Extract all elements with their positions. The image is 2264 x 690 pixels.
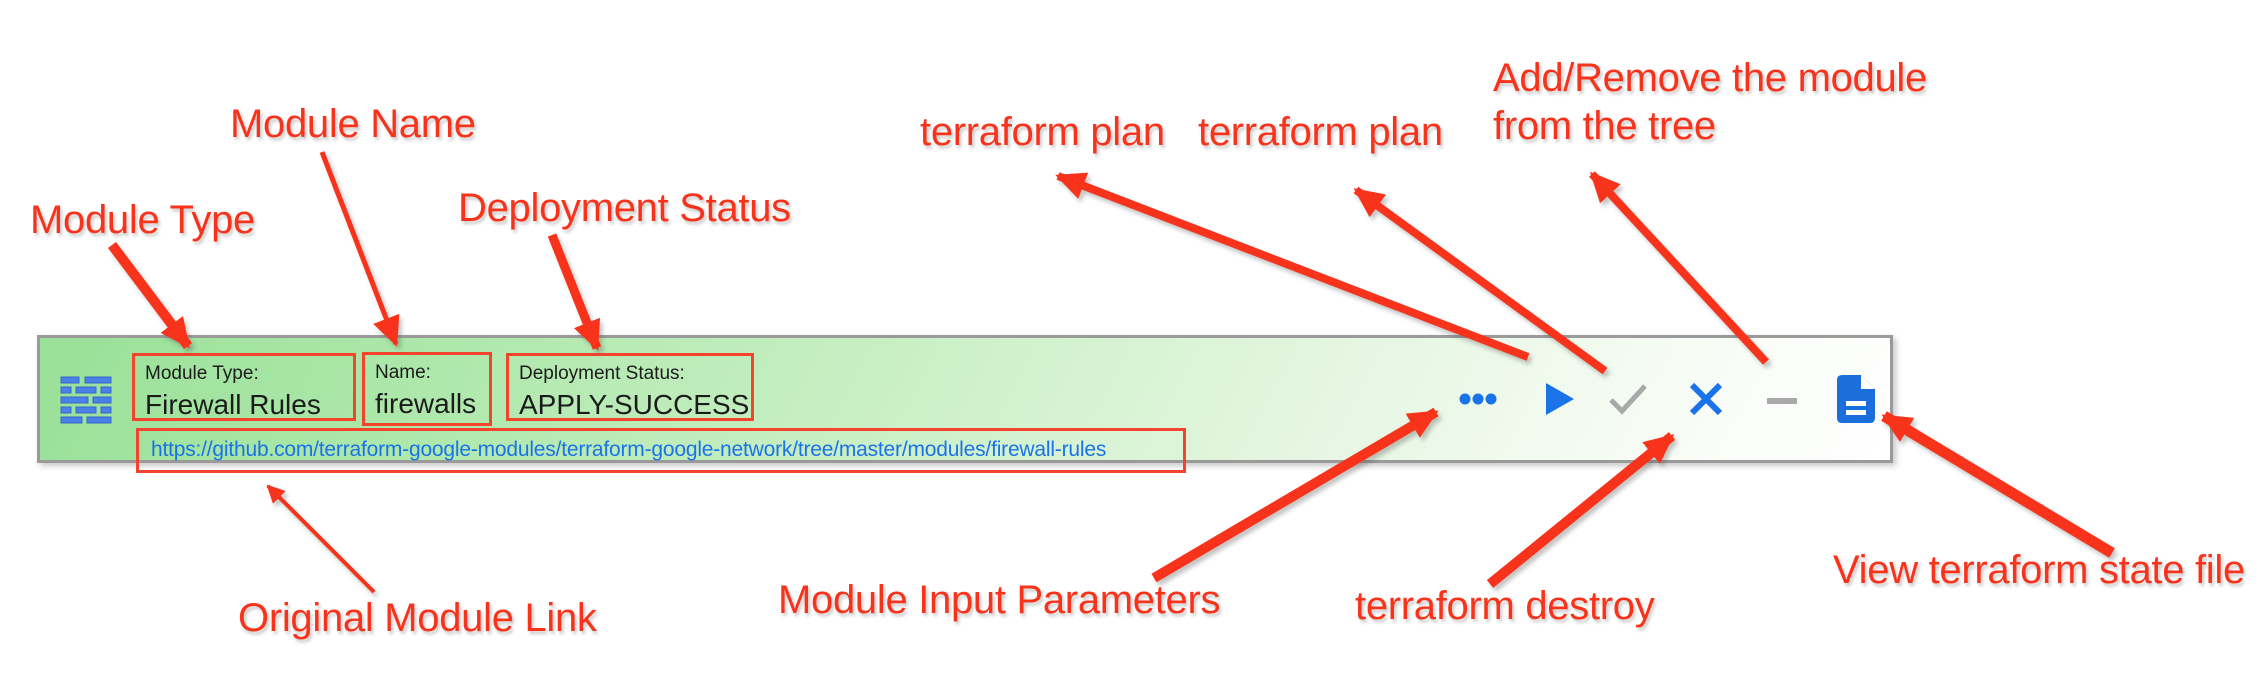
play-icon xyxy=(1546,382,1574,418)
arrow-terraform-plan-1 xyxy=(1055,172,1530,361)
arrow-module-name xyxy=(319,151,400,347)
annotation-add-remove-line1: Add/Remove the module xyxy=(1493,56,1927,100)
module-link-box: https://github.com/terraform-google-modu… xyxy=(136,428,1186,473)
module-type-field-label: Module Type: xyxy=(145,363,259,384)
deployment-status-field-value: APPLY-SUCCESS xyxy=(519,389,750,420)
deployment-status-field-label: Deployment Status: xyxy=(519,363,685,384)
module-card: Module Type: Firewall Rules Name: firewa… xyxy=(37,335,1893,473)
document-icon xyxy=(1837,374,1875,426)
remove-module-button[interactable] xyxy=(1760,338,1804,462)
annotation-deployment-status: Deployment Status xyxy=(458,186,791,230)
annotation-terraform-plan-1: terraform plan xyxy=(920,110,1165,154)
ellipsis-icon xyxy=(1459,393,1497,408)
arrow-add-remove-module xyxy=(1589,171,1769,365)
arrow-view-state-file xyxy=(1881,411,2115,558)
annotation-add-remove-line2: from the tree xyxy=(1493,104,1716,148)
terraform-apply-button[interactable] xyxy=(1606,338,1650,462)
terraform-destroy-button[interactable] xyxy=(1684,338,1728,462)
annotation-module-type: Module Type xyxy=(30,198,256,242)
annotation-add-remove-module: Add/Remove the module from the tree xyxy=(1493,54,1927,150)
arrow-deployment-status xyxy=(547,233,602,351)
terraform-plan-button[interactable] xyxy=(1538,338,1582,462)
module-input-parameters-button[interactable] xyxy=(1456,338,1500,462)
check-icon xyxy=(1607,382,1649,419)
module-tree-icon xyxy=(60,376,112,429)
module-name-field: Name: firewalls xyxy=(362,352,492,426)
module-type-field-value: Firewall Rules xyxy=(145,389,321,420)
annotation-view-state-file: View terraform state file xyxy=(1833,548,2245,592)
deployment-status-field: Deployment Status: APPLY-SUCCESS xyxy=(506,353,754,421)
annotation-module-name: Module Name xyxy=(230,102,476,146)
annotation-terraform-destroy: terraform destroy xyxy=(1355,584,1655,628)
module-name-field-value: firewalls xyxy=(375,388,477,419)
minus-icon xyxy=(1766,393,1798,408)
annotation-original-module-link: Original Module Link xyxy=(238,596,597,640)
module-type-field: Module Type: Firewall Rules xyxy=(132,353,356,421)
arrow-module-type xyxy=(108,241,192,350)
module-name-field-label: Name: xyxy=(375,362,431,383)
annotation-module-input-parameters: Module Input Parameters xyxy=(778,578,1221,622)
annotation-terraform-plan-2: terraform plan xyxy=(1198,110,1443,154)
arrow-original-module-link xyxy=(266,484,376,594)
view-state-file-button[interactable] xyxy=(1834,338,1878,462)
close-icon xyxy=(1688,381,1724,420)
module-source-link[interactable]: https://github.com/terraform-google-modu… xyxy=(151,438,1107,461)
